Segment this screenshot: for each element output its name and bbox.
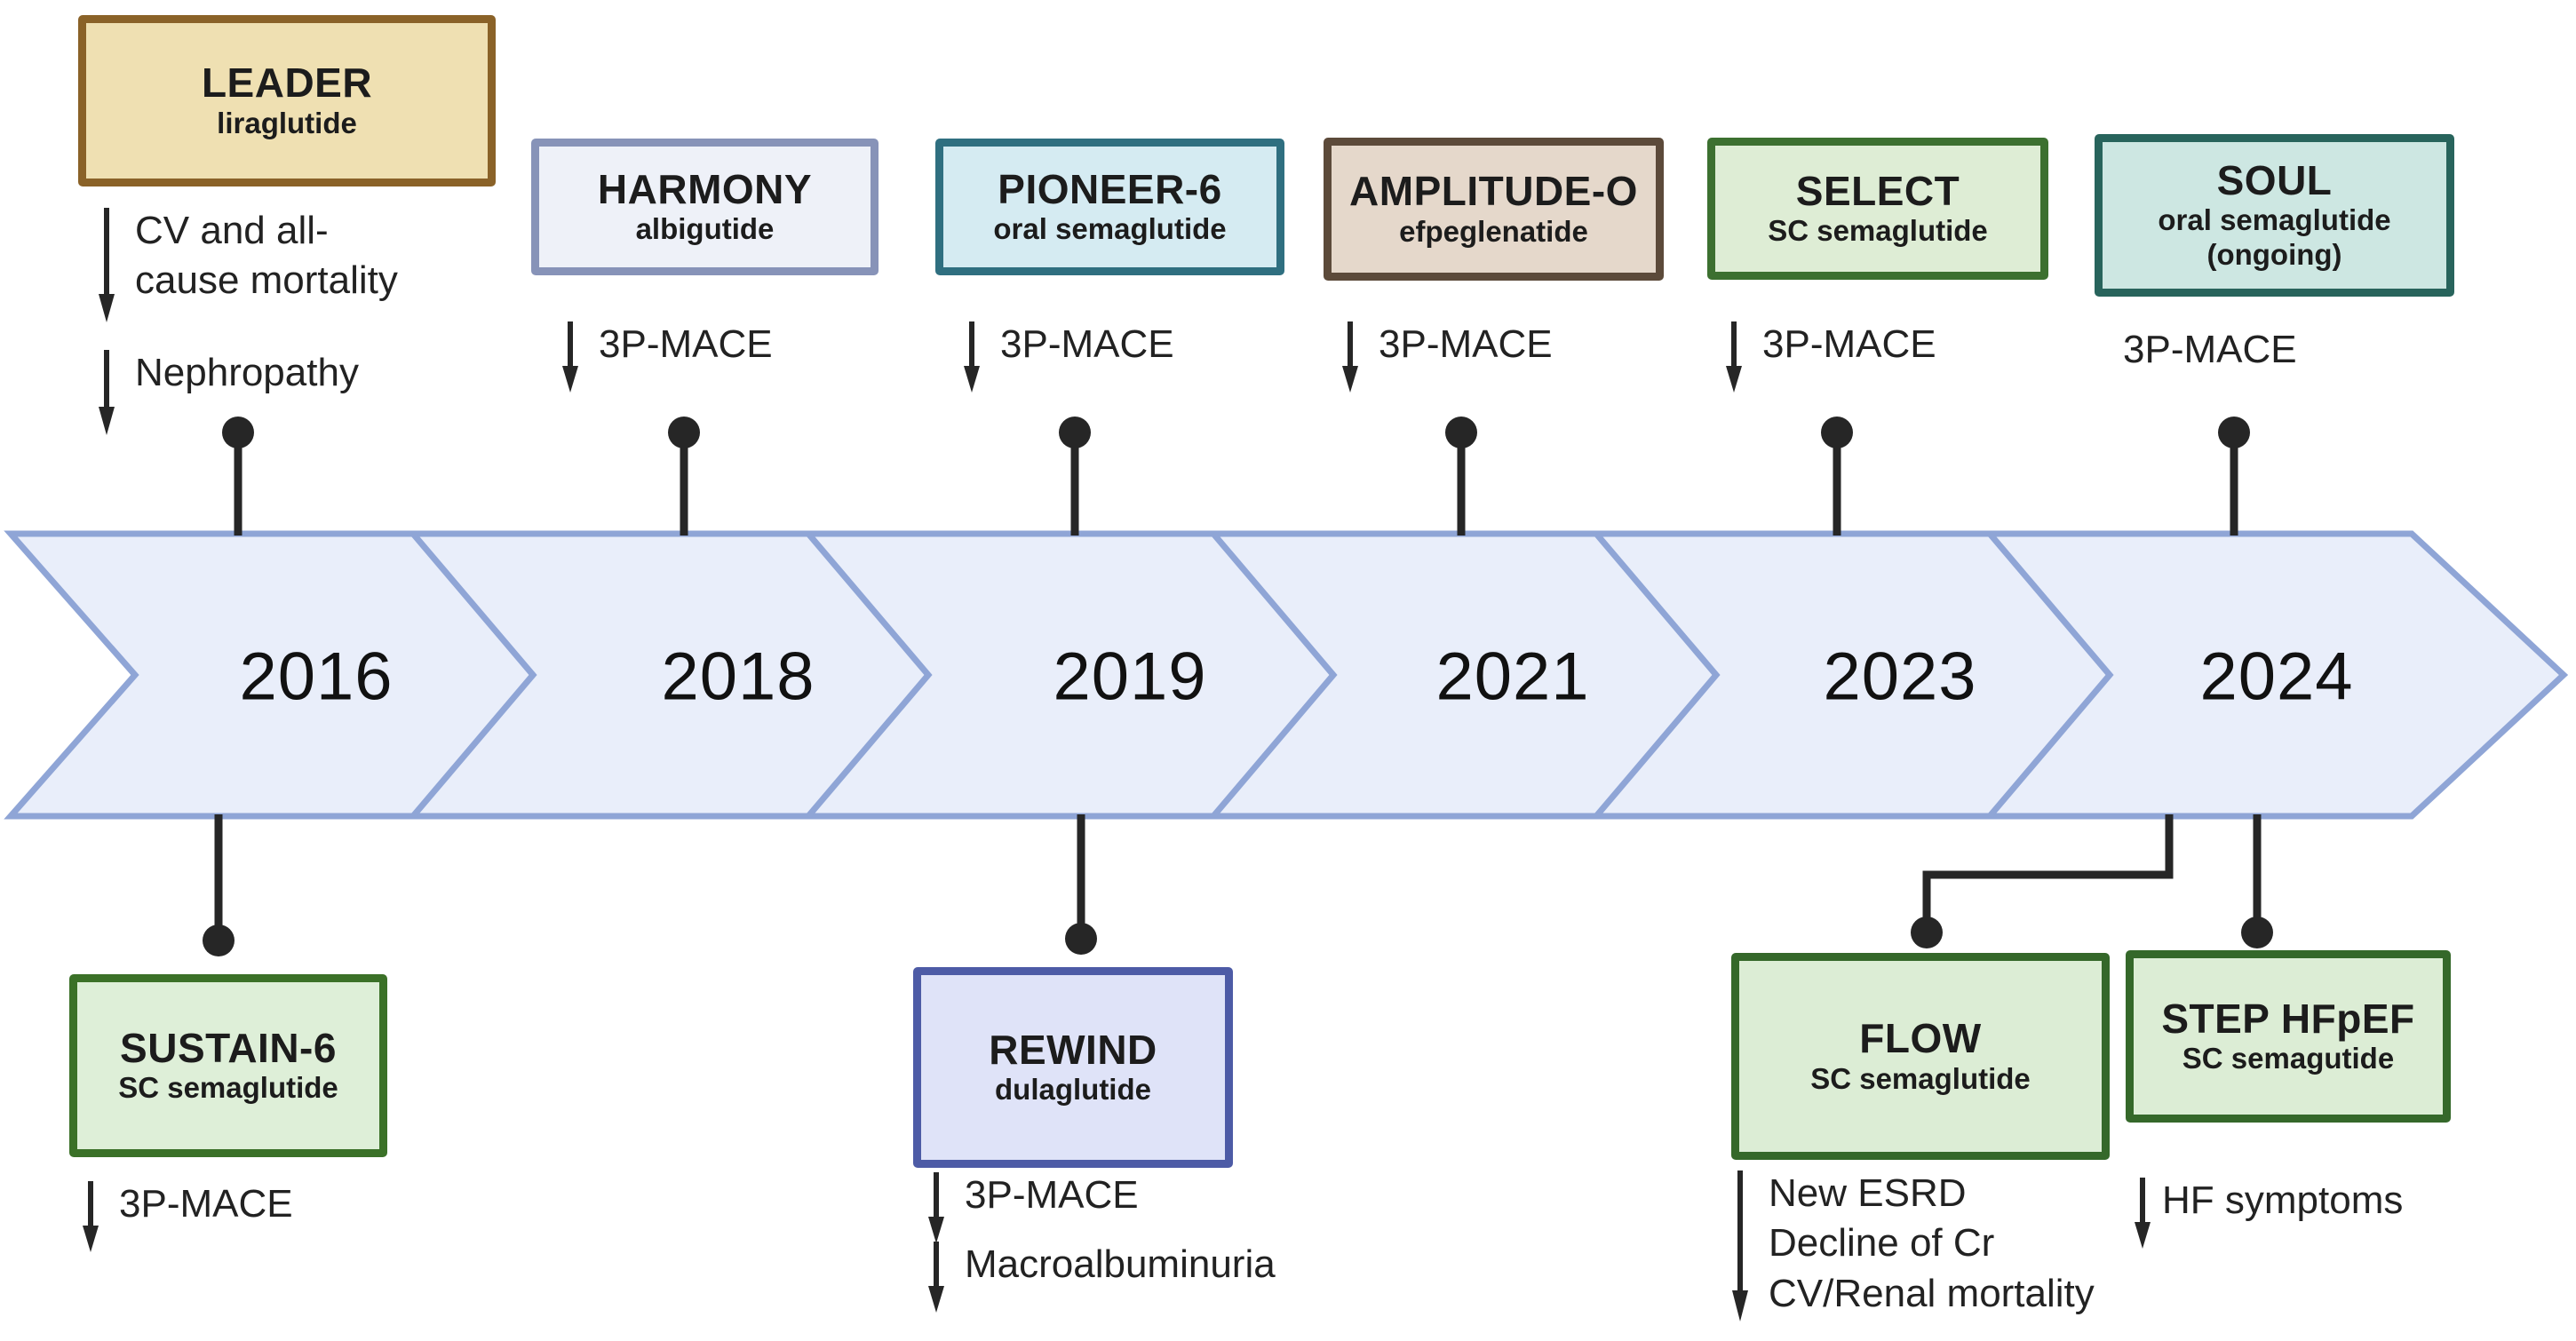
trial-subtitle: SC semaglutide: [1768, 214, 1988, 248]
flow-outcomes: New ESRD Decline of Cr CV/Renal mortalit…: [1728, 1169, 2095, 1324]
leader-dot: [222, 417, 254, 448]
trial-box-pioneer6: PIONEER-6 oral semaglutide: [935, 139, 1284, 275]
trial-subtitle: SC semaglutide: [1810, 1061, 2031, 1095]
step-hfpef-dot: [2241, 916, 2273, 948]
pioneer6-outcome: 3P-MACE: [959, 320, 1174, 394]
leader-outcome-nephropathy: Nephropathy: [94, 348, 359, 437]
pioneer6-dot: [1059, 417, 1091, 448]
flow-dot: [1911, 916, 1943, 948]
band-divider-2016-2018: [410, 531, 537, 819]
outcome-line: 3P-MACE: [599, 322, 773, 366]
soul-outcome: 3P-MACE: [2123, 325, 2297, 375]
band-divider-2018-2019: [806, 531, 933, 819]
trial-box-sustain6: SUSTAIN-6 SC semaglutide: [69, 974, 387, 1157]
soul-dot: [2218, 417, 2250, 448]
down-arrow-icon: [1726, 321, 1742, 393]
sustain6-dot: [203, 924, 235, 956]
trial-title: SELECT: [1795, 167, 1960, 214]
year-label-2019: 2019: [1053, 639, 1207, 715]
trial-title: AMPLITUDE-O: [1349, 168, 1638, 215]
outcome-line: 3P-MACE: [1379, 322, 1553, 366]
timeline-band: [4, 530, 2569, 820]
trial-subtitle: oral semaglutide: [2158, 203, 2391, 237]
trial-title: REWIND: [989, 1026, 1157, 1073]
down-arrow-icon: [99, 208, 115, 322]
outcome-line: 3P-MACE: [1762, 322, 1936, 366]
trial-box-soul: SOUL oral semaglutide (ongoing): [2095, 134, 2454, 297]
trial-title: LEADER: [201, 60, 373, 107]
flow-elbow-connector: [1922, 814, 2174, 932]
down-arrow-icon: [1342, 321, 1358, 393]
outcome-line: cause mortality: [135, 258, 398, 303]
outcome-line: Nephropathy: [135, 351, 359, 394]
outcome-line: 3P-MACE: [1000, 322, 1174, 366]
outcome-line: Decline of Cr: [1769, 1221, 1995, 1266]
year-label-2023: 2023: [1823, 639, 1977, 715]
select-outcome: 3P-MACE: [1721, 320, 1936, 394]
outcome-line: Macroalbuminuria: [965, 1242, 1276, 1286]
harmony-outcome: 3P-MACE: [558, 320, 773, 394]
year-label-2016: 2016: [239, 639, 394, 715]
trial-subtitle: efpeglenatide: [1399, 214, 1588, 248]
trial-box-select: SELECT SC semaglutide: [1707, 138, 2048, 280]
trial-title: SUSTAIN-6: [120, 1024, 337, 1071]
trial-title: FLOW: [1859, 1015, 1982, 1062]
harmony-dot: [668, 417, 700, 448]
leader-outcome-mortality: CV and all- cause mortality: [94, 206, 398, 326]
sustain6-outcome: 3P-MACE: [78, 1179, 293, 1254]
band-divider-2019-2021: [1211, 531, 1338, 819]
outcome-line: 3P-MACE: [2123, 328, 2297, 371]
trial-title: STEP HFpEF: [2161, 995, 2415, 1042]
step-hfpef-outcome: HF symptoms: [2130, 1176, 2403, 1250]
outcome-line: CV/Renal mortality: [1769, 1271, 2095, 1315]
trial-box-leader: LEADER liraglutide: [78, 15, 496, 186]
trial-box-step-hfpef: STEP HFpEF SC semagutide: [2126, 950, 2451, 1123]
outcome-line: 3P-MACE: [965, 1173, 1139, 1217]
amplitudeo-outcome: 3P-MACE: [1338, 320, 1553, 394]
trial-subtitle-status: (ongoing): [2206, 238, 2342, 272]
trial-title: HARMONY: [597, 165, 813, 212]
year-label-2024: 2024: [2199, 639, 2354, 715]
trial-box-flow: FLOW SC semaglutide: [1731, 953, 2110, 1160]
trial-subtitle: SC semaglutide: [118, 1071, 338, 1105]
amplitudeo-dot: [1445, 417, 1477, 448]
down-arrow-icon: [1732, 1170, 1748, 1321]
trial-subtitle: albigutide: [635, 212, 775, 246]
down-arrow-icon: [83, 1181, 99, 1252]
outcome-line: 3P-MACE: [119, 1182, 293, 1226]
select-dot: [1821, 417, 1853, 448]
rewind-outcome-mace: 3P-MACE: [924, 1170, 1139, 1245]
outcome-line: HF symptoms: [2162, 1178, 2404, 1222]
down-arrow-icon: [928, 1172, 944, 1243]
year-label-2021: 2021: [1435, 639, 1590, 715]
trial-box-rewind: REWIND dulaglutide: [913, 967, 1233, 1168]
down-arrow-icon: [928, 1242, 944, 1313]
down-arrow-icon: [99, 350, 115, 435]
trial-subtitle: oral semaglutide: [993, 212, 1227, 246]
outcome-line: New ESRD: [1769, 1171, 1967, 1215]
trial-subtitle: dulaglutide: [995, 1073, 1151, 1107]
rewind-outcome-macroalbuminuria: Macroalbuminuria: [924, 1240, 1276, 1314]
band-divider-2021-2023: [1594, 531, 1721, 819]
outcome-line: CV and all-: [135, 209, 329, 252]
down-arrow-icon: [964, 321, 980, 393]
trial-box-amplitudeo: AMPLITUDE-O efpeglenatide: [1324, 138, 1664, 281]
trial-subtitle: liraglutide: [217, 106, 357, 139]
trial-title: PIONEER-6: [998, 165, 1222, 212]
rewind-dot: [1065, 923, 1097, 955]
down-arrow-icon: [562, 321, 578, 393]
trial-subtitle: SC semagutide: [2182, 1042, 2395, 1075]
down-arrow-icon: [2135, 1178, 2151, 1249]
trial-box-harmony: HARMONY albigutide: [531, 139, 879, 275]
year-label-2018: 2018: [661, 639, 815, 715]
trial-title: SOUL: [2216, 156, 2333, 203]
band-divider-2023-2024: [1987, 531, 2114, 819]
